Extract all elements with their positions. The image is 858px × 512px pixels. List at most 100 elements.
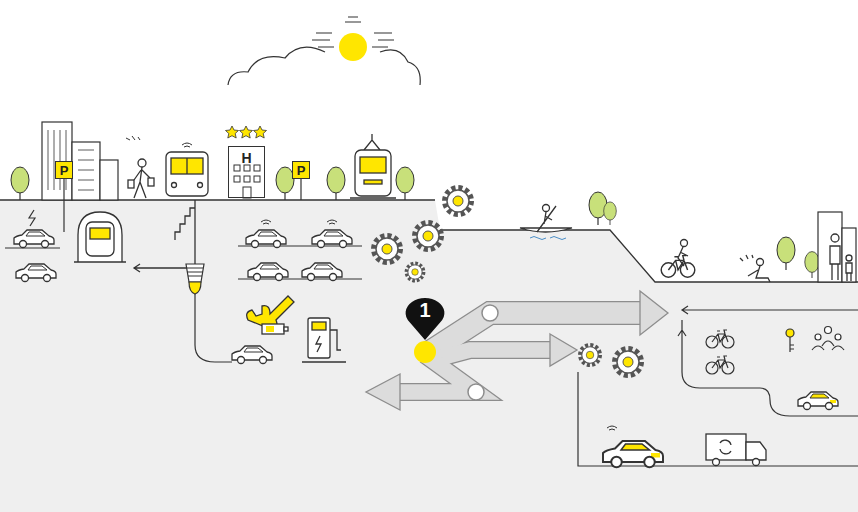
stairs bbox=[134, 200, 195, 272]
illustration bbox=[415, 223, 441, 249]
hotel-windows bbox=[244, 165, 250, 171]
illustration bbox=[798, 392, 838, 410]
hotel-stars bbox=[253, 126, 266, 138]
tram bbox=[350, 197, 396, 198]
family bbox=[831, 234, 839, 242]
bulb bbox=[189, 282, 201, 294]
hotel-windows bbox=[234, 176, 240, 182]
workshop bbox=[284, 327, 288, 331]
workshop bbox=[316, 336, 321, 352]
kayak bbox=[543, 205, 550, 212]
direction-arrows bbox=[414, 341, 436, 363]
direction-arrows bbox=[550, 334, 577, 366]
location-pin: 1 bbox=[403, 294, 447, 340]
key-and-people bbox=[812, 341, 844, 350]
workshop bbox=[232, 346, 272, 364]
family bbox=[830, 246, 840, 280]
key-and-people bbox=[786, 327, 844, 353]
sign-letter: P bbox=[60, 164, 69, 177]
kayak bbox=[520, 228, 572, 232]
sun bbox=[312, 17, 394, 47]
illustration bbox=[445, 188, 471, 214]
bus bbox=[182, 143, 192, 147]
family bbox=[830, 234, 852, 281]
delivery-truck bbox=[720, 440, 731, 454]
skyline bbox=[42, 122, 72, 200]
hotel-windows bbox=[234, 165, 240, 171]
sign-letter: P bbox=[297, 164, 306, 177]
direction-arrows bbox=[440, 350, 552, 358]
walking-person bbox=[126, 136, 140, 140]
parking-garage bbox=[261, 220, 271, 224]
stairs bbox=[134, 200, 195, 272]
hotel-stars bbox=[226, 126, 267, 138]
hotel-stars bbox=[240, 126, 253, 138]
stairs bbox=[175, 208, 195, 240]
ground-line bbox=[0, 200, 858, 282]
workshop bbox=[232, 296, 346, 364]
bulb bbox=[186, 264, 204, 282]
illustration bbox=[396, 167, 414, 200]
bus bbox=[186, 158, 187, 174]
direction-arrows bbox=[640, 291, 668, 335]
delivery-truck bbox=[713, 459, 720, 466]
connected-car bbox=[607, 426, 617, 430]
bulb bbox=[187, 268, 203, 276]
parking-sign: P bbox=[55, 161, 73, 179]
connected-car bbox=[603, 426, 663, 467]
delivery-truck bbox=[746, 442, 766, 460]
illustration bbox=[805, 252, 819, 278]
hotel-body bbox=[229, 146, 264, 198]
sitting-person bbox=[740, 255, 770, 282]
ev-charging bbox=[5, 247, 60, 248]
parking-garage bbox=[312, 230, 352, 248]
illustration bbox=[374, 236, 400, 262]
workshop bbox=[308, 318, 330, 358]
bus bbox=[172, 183, 177, 188]
workshop bbox=[312, 322, 326, 330]
bus bbox=[166, 143, 208, 196]
delivery-truck bbox=[706, 434, 766, 466]
walking-person bbox=[128, 180, 134, 188]
bulb bbox=[186, 264, 232, 362]
illustration bbox=[11, 167, 29, 200]
delivery-truck bbox=[706, 434, 746, 460]
hill-buildings bbox=[818, 212, 842, 282]
skyline bbox=[100, 160, 118, 200]
tram bbox=[350, 134, 396, 198]
cyclist bbox=[678, 247, 688, 266]
ground bbox=[0, 200, 858, 512]
tram bbox=[360, 157, 386, 173]
direction-arrows bbox=[366, 374, 400, 410]
skyline bbox=[78, 150, 94, 190]
kayak bbox=[537, 206, 556, 232]
subway-tunnel bbox=[74, 212, 126, 262]
illustration bbox=[777, 237, 795, 270]
skyline bbox=[72, 142, 100, 200]
tram bbox=[364, 180, 382, 184]
workshop bbox=[262, 324, 284, 334]
direction-arrows bbox=[440, 350, 552, 358]
ev-charging bbox=[29, 210, 35, 226]
logo-number: 1 bbox=[403, 300, 447, 320]
hotel-stars bbox=[226, 126, 239, 138]
kayak bbox=[520, 205, 572, 240]
workshop bbox=[266, 326, 274, 332]
hotel-windows bbox=[243, 187, 251, 198]
illustration bbox=[407, 264, 424, 281]
tram bbox=[364, 134, 380, 150]
delivery-truck bbox=[753, 459, 760, 466]
sign-pole bbox=[63, 175, 64, 232]
sharing-loop bbox=[678, 306, 858, 416]
bulb bbox=[195, 294, 232, 362]
hill-buildings bbox=[818, 212, 856, 282]
workshop bbox=[330, 330, 341, 350]
ev-charging bbox=[14, 230, 54, 248]
parking-garage bbox=[238, 220, 362, 281]
hill-buildings bbox=[842, 228, 856, 282]
hotel-windows bbox=[254, 176, 260, 182]
bus bbox=[166, 152, 208, 196]
walking-person bbox=[138, 159, 146, 167]
direction-arrows bbox=[366, 291, 668, 410]
